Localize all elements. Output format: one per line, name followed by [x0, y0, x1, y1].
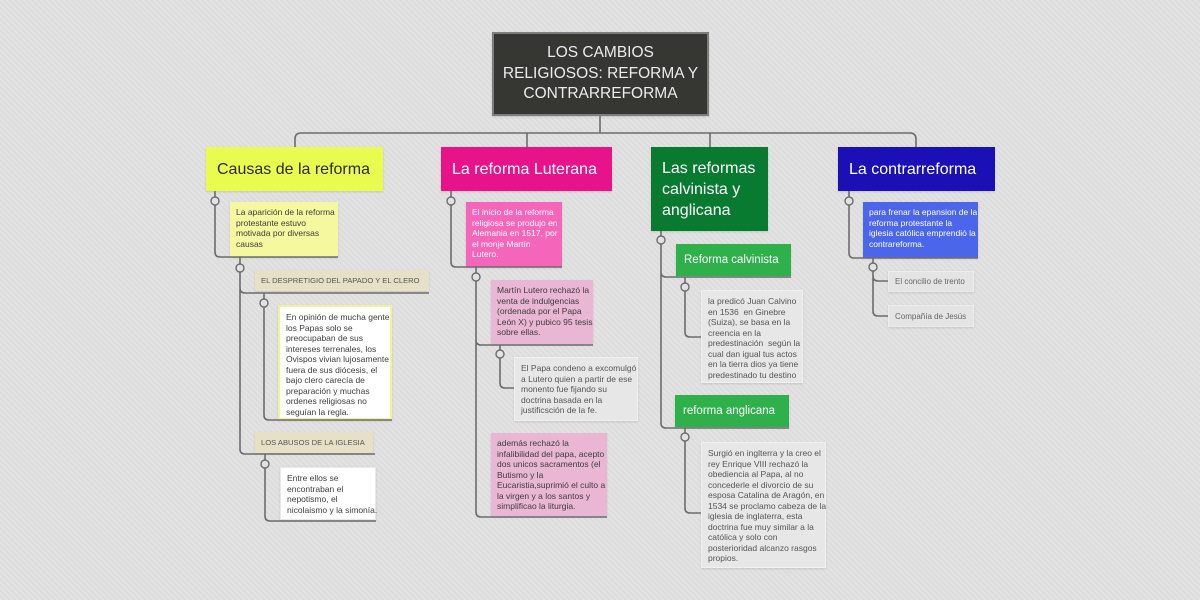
note-text: Surgió en inglterra y la creo el rey Enr… [708, 448, 827, 563]
subtopic-label: Reforma calvinista [684, 254, 779, 266]
collapse-toggle[interactable] [259, 298, 269, 308]
collapse-toggle[interactable] [868, 262, 878, 272]
root-topic-label: LOS CAMBIOS RELIGIOSOS: REFORMA Y CONTRA… [502, 44, 699, 103]
note-text: para frenar la epansion de la reforma pr… [869, 207, 978, 249]
subtopic-label: reforma anglicana [683, 405, 776, 417]
note-text: Martín Lutero rechazó la venta de indulg… [497, 285, 593, 337]
note-anglicana[interactable]: Surgió en inglterra y la creo el rey Enr… [701, 442, 826, 568]
subtopic-compania-jesus[interactable]: Compañía de Jesús [888, 305, 974, 327]
subtopic-reforma-calvinista[interactable]: Reforma calvinista [676, 244, 791, 276]
subtopic-abusos[interactable]: LOS ABUSOS DE LA IGLESIA [255, 432, 373, 453]
note-text: La aparición de la reforma protestante e… [236, 207, 335, 249]
topic-causas-label: Causas de la reforma [217, 160, 370, 178]
collapse-toggle[interactable] [844, 196, 854, 206]
subtopic-label: El concilio de trento [895, 277, 965, 286]
topic-contrarreforma[interactable]: La contrarreforma [838, 147, 995, 191]
note-text: El inicio de la reforma religiosa se pro… [472, 207, 558, 259]
collapse-toggle[interactable] [680, 432, 690, 442]
subtopic-label: EL DESPRETIGIO DEL PAPADO Y EL CLERO [261, 276, 420, 285]
subtopic-label: LOS ABUSOS DE LA IGLESIA [261, 438, 365, 447]
note-abusos[interactable]: Entre ellos se encontraban el nepotismo,… [280, 467, 378, 520]
collapse-toggle[interactable] [471, 272, 481, 282]
collapse-toggle[interactable] [235, 263, 245, 273]
note-despretigio[interactable]: En opinión de mucha gente los Papas solo… [278, 305, 392, 420]
collapse-toggle[interactable] [210, 196, 220, 206]
root-topic[interactable]: LOS CAMBIOS RELIGIOSOS: REFORMA Y CONTRA… [492, 32, 709, 116]
topic-contrarreforma-label: La contrarreforma [849, 160, 977, 178]
note-indulgencias[interactable]: Martín Lutero rechazó la venta de indulg… [491, 280, 593, 344]
note-calvinista[interactable]: la predicó Juan Calvino en 1536 en Gineb… [701, 290, 803, 383]
note-text: Entre ellos se encontraban el nepotismo,… [287, 473, 378, 515]
note-causas-intro[interactable]: La aparición de la reforma protestante e… [230, 202, 338, 257]
subtopic-despretigio[interactable]: EL DESPRETIGIO DEL PAPADO Y EL CLERO [255, 270, 429, 291]
note-text: En opinión de mucha gente los Papas solo… [286, 312, 390, 417]
note-text: además rechazó la infalibilidad del papa… [497, 438, 606, 511]
collapse-toggle[interactable] [446, 196, 456, 206]
note-luterana-intro[interactable]: El inicio de la reforma religiosa se pro… [466, 202, 562, 267]
connector-root-branches [294, 132, 917, 147]
subtopic-concilio-trento[interactable]: El concilio de trento [888, 271, 974, 292]
collapse-toggle[interactable] [656, 235, 666, 245]
note-excomunion[interactable]: El Papa condeno a excomulgó a Lutero qui… [514, 357, 638, 421]
note-infalibilidad[interactable]: además rechazó la infalibilidad del papa… [491, 433, 607, 516]
topic-calvinista-anglicana-label: Las reformas calvinista y anglicana [662, 159, 756, 219]
topic-calvinista-anglicana[interactable]: Las reformas calvinista y anglicana [651, 147, 768, 231]
collapse-toggle[interactable] [260, 459, 270, 469]
topic-luterana[interactable]: La reforma Luterana [441, 147, 612, 191]
topic-luterana-label: La reforma Luterana [452, 160, 597, 178]
subtopic-label: Compañía de Jesús [895, 311, 967, 321]
collapse-toggle[interactable] [680, 282, 690, 292]
subtopic-reforma-anglicana[interactable]: reforma anglicana [675, 395, 789, 427]
collapse-toggle[interactable] [495, 349, 505, 359]
note-text: El Papa condeno a excomulgó a Lutero qui… [521, 363, 637, 415]
topic-causas[interactable]: Causas de la reforma [206, 147, 383, 191]
note-contrarreforma[interactable]: para frenar la epansion de la reforma pr… [863, 202, 978, 258]
note-text: la predicó Juan Calvino en 1536 en Gineb… [708, 296, 801, 380]
